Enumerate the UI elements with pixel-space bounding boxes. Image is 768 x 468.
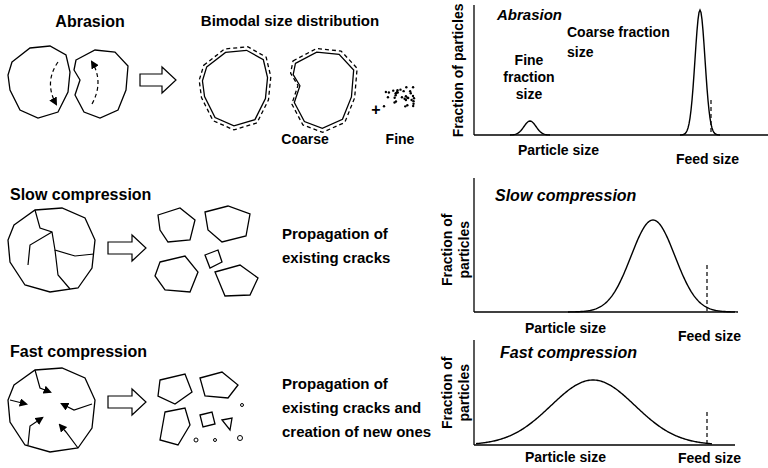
abraded-layer (199, 47, 271, 130)
x-axis (474, 134, 768, 135)
fine-particle (388, 91, 390, 93)
existing-crack (35, 210, 94, 256)
fine-particle (402, 90, 404, 92)
rubbing-arrow (50, 62, 58, 104)
fragment (158, 374, 192, 404)
chart-title: Abrasion (497, 6, 617, 24)
propagating-crack (28, 418, 42, 445)
fine-particle (403, 98, 405, 100)
process-arrow (140, 67, 176, 93)
mechanism-note: Propagation of existing cracks (282, 222, 440, 270)
fine-fragment (241, 404, 244, 407)
fine-fragment (214, 439, 217, 442)
coarse-particle (202, 50, 267, 126)
peak-label: Coarse fraction size (567, 22, 685, 63)
y-axis (473, 178, 474, 312)
mechanism-title: Abrasion (30, 12, 150, 31)
propagating-crack (10, 400, 26, 404)
axis-label: Feed size (678, 328, 758, 345)
fine-particle (407, 97, 409, 99)
fine-particle (397, 91, 399, 93)
axis-label: Feed size (676, 151, 756, 168)
fine-particle (413, 97, 415, 99)
fine-fragment (194, 438, 198, 442)
fine-particle (412, 103, 414, 105)
size-distribution-curve (568, 220, 738, 312)
axis-label: Feed size (678, 450, 758, 467)
fine-particle (383, 105, 385, 107)
axis-label: Particle size (525, 449, 635, 466)
feed-size-marker (706, 265, 707, 312)
fine-particle (399, 88, 401, 90)
fine-particle (410, 99, 412, 101)
y-axis (473, 5, 474, 135)
fragment (205, 206, 250, 242)
fine-particle (392, 89, 394, 91)
fragment (200, 412, 215, 427)
fragment (222, 418, 232, 430)
axis-label: Particle size (525, 320, 635, 337)
fine-particle (412, 105, 414, 107)
particle-outline (8, 46, 70, 118)
x-axis (474, 311, 735, 312)
axis-label: Fraction of particles (439, 343, 473, 443)
x-axis (474, 444, 735, 445)
axis-label: Particle size (518, 142, 628, 159)
mechanism-title: Slow compression (10, 185, 180, 204)
chart-title: Slow compression (495, 186, 675, 205)
fraction-label: Coarse (275, 131, 335, 148)
fragment (205, 250, 222, 268)
fine-particle (412, 95, 414, 97)
coarse-particle (293, 52, 353, 128)
chart-title: Fast compression (500, 343, 680, 362)
existing-crack (55, 250, 70, 289)
particle-outline (8, 368, 95, 452)
fine-particle (395, 100, 397, 102)
particle-outline (74, 50, 128, 118)
mechanism-title: Fast compression (10, 342, 180, 361)
size-distribution-curve (510, 121, 550, 135)
fine-particle (387, 96, 389, 98)
mechanism-note: Propagation of existing cracks and creat… (282, 372, 442, 444)
process-arrow (108, 389, 146, 415)
fine-particle (406, 104, 408, 106)
fine-particle (405, 86, 407, 88)
axis-label: Fraction of particles (450, 0, 467, 155)
fine-particle (396, 89, 398, 91)
fine-particle (410, 92, 412, 94)
fine-particle (401, 96, 403, 98)
fragment (158, 208, 195, 242)
peak-label: Fine fraction size (497, 52, 561, 102)
fine-particle (394, 94, 396, 96)
fragment (200, 372, 238, 398)
fragment (215, 265, 258, 296)
fine-fragment (238, 436, 243, 441)
propagating-crack (62, 404, 92, 410)
fine-particle (396, 91, 398, 93)
fraction-label: Fine (378, 131, 422, 148)
fine-particle (393, 96, 395, 98)
plus-sign: + (366, 100, 386, 119)
propagating-crack (35, 370, 50, 392)
axis-label: Fraction of particles (439, 200, 473, 300)
fragment (160, 408, 190, 445)
fine-particle (412, 86, 414, 88)
fragment (155, 256, 198, 292)
process-arrow (108, 235, 146, 261)
fine-particle (405, 95, 407, 97)
size-distribution-curve (476, 380, 712, 444)
fine-particle (385, 91, 387, 93)
abraded-layer (291, 49, 358, 133)
existing-crack (28, 232, 52, 265)
result-title: Bimodal size distribution (190, 12, 390, 30)
propagating-crack (60, 425, 78, 448)
fine-particle (404, 105, 406, 107)
particle-outline (8, 208, 95, 292)
y-axis (473, 340, 474, 445)
size-distribution-curve (680, 10, 720, 135)
rubbing-arrow (92, 62, 98, 104)
feed-size-marker (706, 412, 707, 445)
